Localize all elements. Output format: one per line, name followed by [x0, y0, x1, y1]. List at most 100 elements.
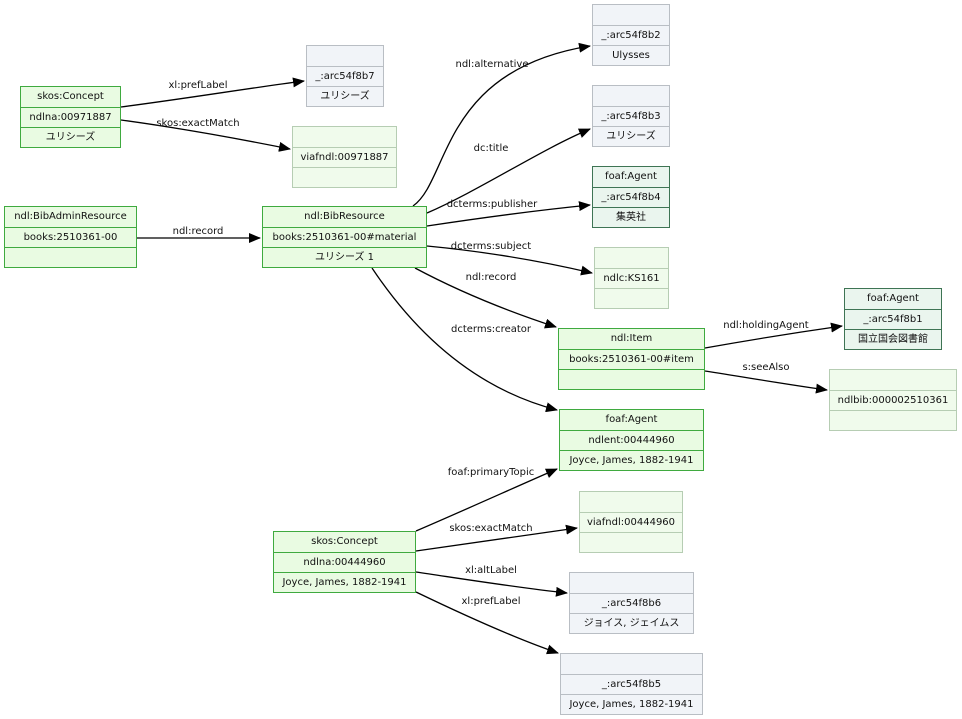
edge-line — [704, 322, 843, 349]
node-type: ndl:Item — [610, 333, 653, 344]
node-id: books:2510361-00#item — [559, 349, 704, 369]
node-type — [830, 370, 956, 390]
node-value: ユリシーズ — [21, 127, 120, 147]
node-type: foaf:Agent — [605, 414, 658, 425]
node-skos-concept-bottom[interactable]: skos:Concept ndlna:00444960 Joyce, James… — [273, 531, 416, 593]
node-id: viafndl:00444960 — [580, 512, 682, 532]
node-type — [570, 573, 693, 593]
node-type — [307, 46, 383, 66]
node-ndlbib-000002510361[interactable]: ndlbib:000002510361 — [829, 369, 957, 431]
edge-label: dcterms:subject — [451, 241, 531, 252]
node-bib-resource[interactable]: ndl:BibResource books:2510361-00#materia… — [262, 206, 427, 268]
node-type: foaf:Agent — [605, 171, 657, 182]
node-ndl-item[interactable]: ndl:Item books:2510361-00#item — [558, 328, 705, 390]
node-id: ndlna:00444960 — [274, 552, 415, 572]
edge-line — [371, 267, 558, 413]
edge-line — [426, 201, 591, 227]
node-id: _:arc54f8b3 — [593, 106, 669, 126]
node-arc54f8b5[interactable]: _:arc54f8b5 Joyce, James, 1882-1941 — [560, 653, 703, 715]
node-id: books:2510361-00#material — [263, 227, 426, 247]
edge-alt-label: xl:altLabel — [415, 565, 568, 597]
edge-label: dcterms:publisher — [447, 199, 538, 210]
node-id: viafndl:00971887 — [293, 147, 396, 167]
edge-line — [412, 42, 591, 207]
edge-label: foaf:primaryTopic — [448, 467, 535, 478]
node-id: _:arc54f8b7 — [307, 66, 383, 86]
edge-label: xl:altLabel — [465, 565, 517, 576]
edge-line — [426, 128, 591, 214]
node-id: _:arc54f8b4 — [593, 187, 669, 207]
node-value: 集英社 — [593, 207, 669, 227]
node-value: Joyce, James, 1882-1941 — [561, 694, 702, 714]
edge-pref-label-top: xl:prefLabel — [120, 77, 305, 108]
node-id: _:arc54f8b1 — [845, 309, 941, 329]
node-value — [559, 369, 704, 389]
node-id: _:arc54f8b6 — [570, 593, 693, 613]
edge-label: xl:prefLabel — [462, 596, 521, 607]
edge-label: skos:exactMatch — [156, 118, 239, 129]
node-agent-arc54f8b1[interactable]: foaf:Agent _:arc54f8b1 国立国会図書館 — [844, 288, 942, 350]
edge-label: ndl:holdingAgent — [723, 320, 809, 331]
edge-title: dc:title — [426, 128, 591, 214]
node-ndlc-ks161[interactable]: ndlc:KS161 — [594, 247, 669, 309]
node-id: ndlent:00444960 — [560, 430, 703, 450]
edge-line — [120, 119, 291, 152]
node-agent-arc54f8b4[interactable]: foaf:Agent _:arc54f8b4 集英社 — [592, 166, 670, 228]
node-id: books:2510361-00 — [5, 227, 136, 247]
node-type — [293, 127, 396, 147]
node-value: ユリシーズ 1 — [263, 247, 426, 267]
node-value: Ulysses — [593, 45, 669, 65]
node-value: 国立国会図書館 — [845, 329, 941, 349]
node-value: Joyce, James, 1882-1941 — [560, 450, 703, 470]
node-type: ndl:BibResource — [304, 211, 385, 222]
edge-subject: dcterms:subject — [426, 241, 593, 276]
edge-label: ndl:record — [173, 226, 224, 237]
node-agent-joyce[interactable]: foaf:Agent ndlent:00444960 Joyce, James,… — [559, 409, 704, 471]
node-viafndl-00444960[interactable]: viafndl:00444960 — [579, 491, 683, 553]
edge-primary-topic: foaf:primaryTopic — [415, 467, 558, 532]
node-arc54f8b3[interactable]: _:arc54f8b3 ユリシーズ — [592, 85, 670, 147]
node-arc54f8b6[interactable]: _:arc54f8b6 ジョイス, ジェイムス — [569, 572, 694, 634]
edge-publisher: dcterms:publisher — [426, 199, 591, 227]
edge-label: ndl:alternative — [456, 59, 529, 70]
node-bib-admin-resource[interactable]: ndl:BibAdminResource books:2510361-00 — [4, 206, 137, 268]
edge-exact-match-bottom: skos:exactMatch — [415, 523, 578, 552]
node-type: foaf:Agent — [867, 293, 919, 304]
edge-see-also: s:seeAlso — [704, 362, 828, 394]
edge-label: dc:title — [474, 143, 509, 154]
node-type: skos:Concept — [311, 536, 378, 547]
node-type — [561, 654, 702, 674]
edge-line — [415, 571, 568, 597]
edge-admin-record: ndl:record — [137, 226, 261, 243]
node-viafndl-00971887[interactable]: viafndl:00971887 — [292, 126, 397, 188]
node-type: skos:Concept — [37, 91, 104, 102]
edge-label: dcterms:creator — [451, 324, 532, 335]
edge-label: ndl:record — [466, 272, 517, 283]
node-value: ジョイス, ジェイムス — [570, 613, 693, 633]
node-value — [580, 532, 682, 552]
node-type: ndl:BibAdminResource — [14, 211, 127, 222]
node-arc54f8b7[interactable]: _:arc54f8b7 ユリシーズ — [306, 45, 384, 107]
node-arc54f8b2[interactable]: _:arc54f8b2 Ulysses — [592, 4, 670, 66]
edge-line — [426, 245, 593, 276]
node-type — [593, 86, 669, 106]
node-value — [595, 288, 668, 308]
edge-line — [415, 468, 558, 532]
node-value — [830, 410, 956, 430]
edge-label: xl:prefLabel — [169, 80, 228, 91]
edge-label: s:seeAlso — [742, 362, 789, 373]
node-value: ユリシーズ — [307, 86, 383, 106]
edge-creator: dcterms:creator — [371, 267, 558, 413]
node-id: ndlbib:000002510361 — [830, 390, 956, 410]
edge-line — [704, 370, 828, 394]
node-skos-concept-top[interactable]: skos:Concept ndlna:00971887 ユリシーズ — [20, 86, 121, 148]
edge-bib-record: ndl:record — [414, 267, 557, 329]
node-id: _:arc54f8b5 — [561, 674, 702, 694]
node-value: Joyce, James, 1882-1941 — [274, 572, 415, 592]
edge-line — [120, 77, 305, 108]
node-type — [593, 5, 669, 25]
node-value: ユリシーズ — [593, 126, 669, 146]
edge-line — [414, 267, 557, 329]
